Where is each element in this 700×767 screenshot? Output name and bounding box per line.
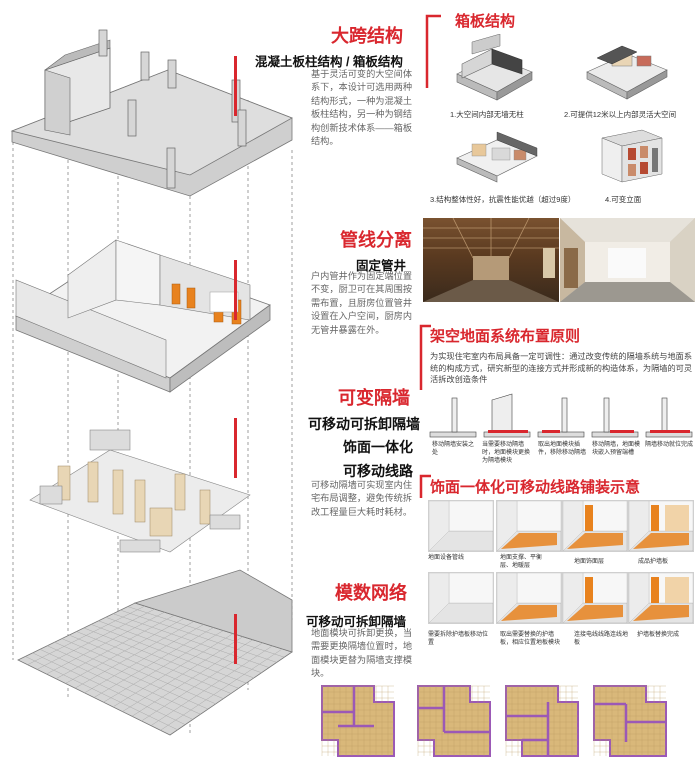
floor-plan-3 [498, 682, 582, 760]
finish-step7-label: 连接电线线路连线地板 [574, 632, 629, 646]
boxslab-title: 箱板结构 [455, 13, 516, 30]
finish-bracket [419, 474, 431, 498]
exploded-axonometric [10, 29, 293, 736]
finish-step5-label: 需要拆除护墙板移动位置 [428, 632, 489, 646]
raised-floor-caption-2: 当需要移动隔墙时，地面模块更换为隔墙模块 [482, 442, 531, 464]
finish-title: 饰面一体化可移动线路铺装示意 [430, 479, 641, 496]
interior-photo-finished [560, 218, 695, 302]
finish-row1-image-2 [496, 500, 562, 552]
variable-wall-title: 可变隔墙 [338, 388, 410, 408]
boxslab-image-4 [598, 128, 666, 184]
raised-floor-caption-3: 取出地面模块插件，移除移动隔墙 [538, 442, 587, 456]
modular-grid-title: 模数网络 [335, 583, 407, 603]
finish-step2-label: 地面支撑、平衡层、地暖层 [500, 555, 543, 569]
variable-wall-body: 可移动隔墙可实现室内住宅布局调整，避免传统拆改工程量巨大耗时耗材。 [311, 480, 413, 517]
modular-grid-level [17, 569, 293, 736]
interior-photo-raw [423, 218, 559, 302]
pipe-separation-title: 管线分离 [340, 230, 412, 250]
pipe-shaft-level [15, 239, 271, 393]
raised-floor-caption-1: 移动隔墙安装之处 [432, 442, 475, 456]
boxslab-caption-3: 3.结构整体性好，抗震性能优越（超过9度） [430, 195, 576, 204]
finish-row2-image-4 [628, 572, 694, 624]
pipe-separation-subtitle: 固定管井 [356, 259, 407, 273]
boxslab-bracket [425, 14, 441, 88]
span-structure-body: 基于灵活可变的大空间体系下，本设计可选用两种结构形式，一种为混凝土板柱结构，另一… [311, 69, 413, 147]
grid-red-bar [234, 614, 237, 664]
finish-step1-label: 地面设备管线 [428, 555, 465, 561]
raised-floor-bracket [419, 324, 431, 390]
modular-grid-body: 地面模块可拆卸更换，当需要更换隔墙位置时，地面模块更替为隔墙支撑模块。 [311, 628, 413, 679]
boxslab-caption-4: 4.可变立面 [605, 195, 642, 204]
floor-plan-2 [410, 682, 494, 760]
finish-row2-image-2 [496, 572, 562, 624]
wall-red-bar [234, 418, 237, 478]
finish-row2-image-3 [562, 572, 628, 624]
structure-slab-level [10, 29, 293, 197]
boxslab-image-2 [582, 34, 672, 104]
variable-wall-sub3: 可移动线路 [343, 463, 413, 479]
boxslab-caption-2: 2.可提供12米以上内部灵活大空间 [564, 110, 677, 119]
finish-step8-label: 护墙板替换完成 [637, 632, 680, 638]
pipe-separation-body: 户内管井作为固定端位置不变，厨卫可在其周围按需布置，且厨房位置管井设置在入户空间… [311, 271, 413, 335]
boxslab-image-3 [452, 126, 542, 186]
modular-grid-subtitle: 可移动可拆卸隔墙 [306, 615, 407, 629]
finish-row1-image-1 [428, 500, 494, 552]
finish-step4-label: 成品护墙板 [638, 559, 669, 565]
raised-floor-title: 架空地面系统布置原则 [430, 328, 581, 345]
finish-step6-label: 取出需要替换的护墙板，相应位置地板模块 [500, 632, 561, 646]
raised-floor-body: 为实现住宅室内布局具备一定可调性：通过改变传统的隔墙系统与地面系统的构成方式，研… [430, 352, 693, 384]
span-structure-subtitle: 混凝土板柱结构 / 箱板结构 [255, 55, 403, 69]
variable-wall-sub1: 可移动可拆卸隔墙 [308, 416, 420, 432]
partition-walls-level [29, 429, 251, 553]
raised-floor-caption-4: 移动隔墙，地面模块嵌入预留端槽 [592, 442, 641, 456]
boxslab-image-1 [452, 34, 537, 104]
span-red-bar [234, 56, 237, 116]
floor-plan-4 [586, 682, 670, 760]
pipe-red-bar [234, 260, 237, 320]
span-structure-title: 大跨结构 [331, 26, 403, 46]
boxslab-caption-1: 1.大空间内部无墙无柱 [450, 110, 524, 119]
variable-wall-sub2: 饰面一体化 [343, 439, 413, 455]
floor-plan-1 [314, 682, 398, 760]
raised-floor-diagrams [428, 392, 694, 448]
finish-row2-image-1 [428, 572, 494, 624]
finish-step3-label: 地面饰面层 [574, 559, 605, 565]
raised-floor-caption-5: 隔墙移动就位完成 [645, 442, 694, 448]
finish-row1-image-4 [628, 500, 694, 552]
finish-row1-image-3 [562, 500, 628, 552]
